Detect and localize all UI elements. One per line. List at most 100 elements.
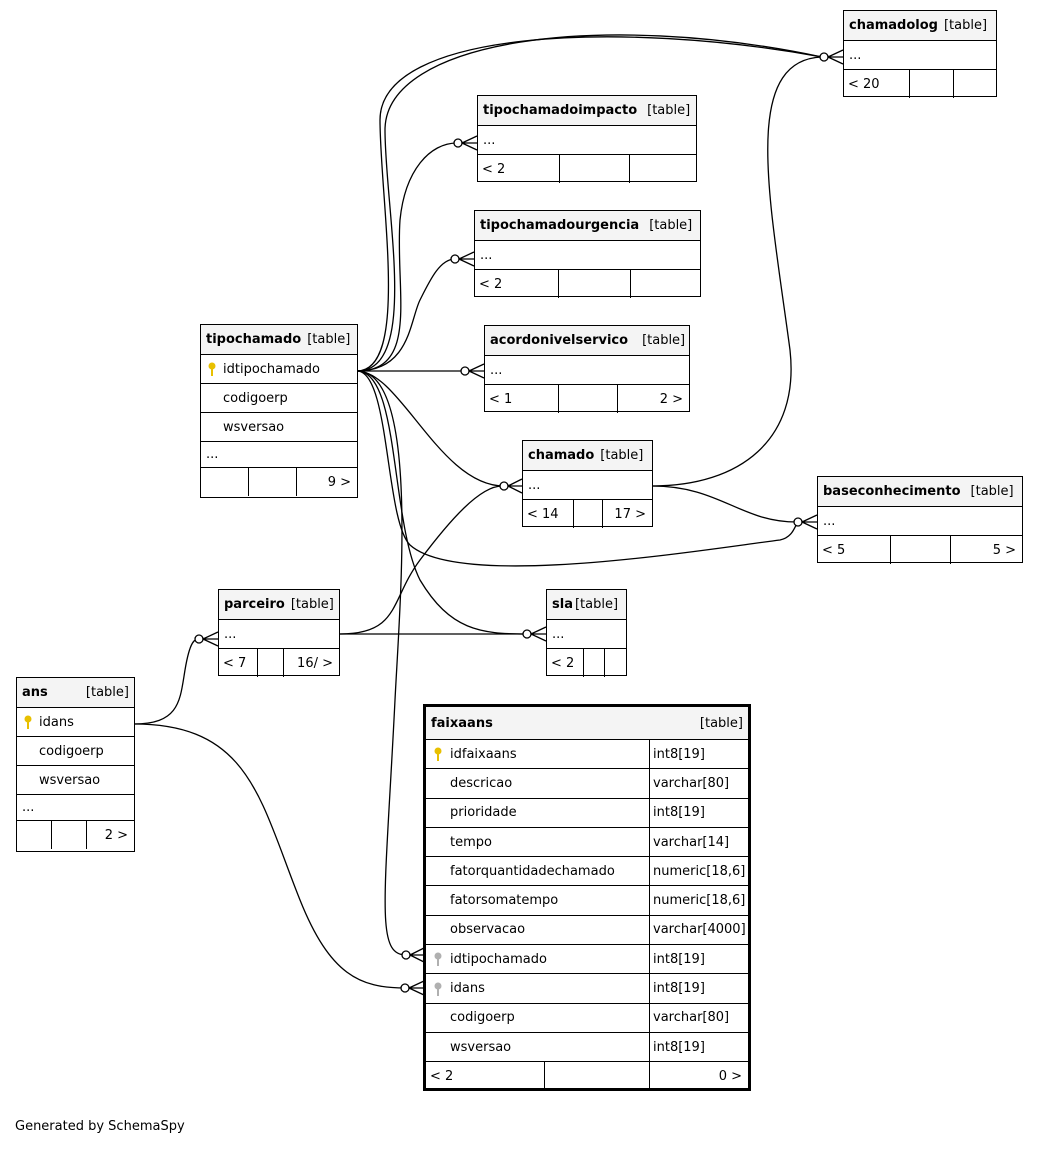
table-baseconhecimento[interactable]: baseconhecimento [table] ... < 5 5 > bbox=[817, 476, 1023, 564]
table-ellipsis-row: ... bbox=[844, 41, 996, 70]
table-chamadolog[interactable]: chamadolog [table] ... < 20 bbox=[843, 10, 997, 98]
table-name: sla bbox=[552, 597, 573, 612]
column-name: wsversao bbox=[450, 1039, 512, 1055]
table-header: tipochamadoimpacto [table] bbox=[478, 96, 696, 126]
column-type: varchar[4000] bbox=[653, 922, 746, 938]
table-ellipsis-row: ... bbox=[219, 620, 339, 649]
footer-parents bbox=[17, 821, 52, 849]
column-name: idtipochamado bbox=[223, 361, 320, 377]
column-type: numeric[18,6] bbox=[653, 893, 746, 909]
column-name: descricao bbox=[450, 775, 513, 791]
edge-tipochamado-chamadolog bbox=[356, 34, 823, 372]
table-type: [table] bbox=[970, 484, 1014, 499]
footer-middle bbox=[560, 155, 630, 183]
table-header: tipochamadourgencia [table] bbox=[475, 211, 700, 241]
column-name: wsversao bbox=[39, 772, 101, 788]
table-type: [table] bbox=[290, 597, 334, 612]
footer-children bbox=[605, 649, 626, 677]
footer-children: 9 > bbox=[327, 474, 351, 490]
footer-children bbox=[954, 70, 996, 98]
edge-end-circle bbox=[793, 517, 803, 527]
table-name: chamado bbox=[528, 448, 595, 463]
column-name: idans bbox=[39, 714, 74, 730]
column-type: int8[19] bbox=[653, 746, 705, 762]
table-ellipsis-row: ... bbox=[17, 795, 134, 821]
crowfoot bbox=[409, 947, 425, 963]
footer-children bbox=[630, 155, 696, 183]
table-footer: < 5 5 > bbox=[818, 536, 1022, 564]
table-ellipsis-row: ... bbox=[485, 356, 689, 385]
table-tipochamadoimpacto[interactable]: tipochamadoimpacto [table] ... < 2 bbox=[477, 95, 697, 183]
table-header: sla [table] bbox=[547, 590, 626, 620]
column-name: tempo bbox=[450, 834, 492, 850]
footer-children: 2 > bbox=[104, 827, 128, 843]
table-chamado[interactable]: chamado [table] ... < 14 17 > bbox=[522, 440, 653, 528]
table-sla[interactable]: sla [table] ... < 2 bbox=[546, 589, 627, 677]
table-ans[interactable]: ans [table] idans codigoerp wsversao ...… bbox=[16, 677, 135, 852]
column-name: idtipochamado bbox=[450, 951, 547, 967]
column-name-cell: idfaixaans bbox=[426, 740, 650, 769]
footer-middle bbox=[891, 536, 951, 564]
table-header: chamadolog [table] bbox=[844, 11, 996, 41]
column-name-cell: fatorsomatempo bbox=[426, 886, 650, 915]
footer-parents bbox=[201, 468, 249, 496]
table-name: baseconhecimento bbox=[823, 484, 961, 499]
foreign-key-icon bbox=[426, 982, 450, 996]
table-acordonivelservico[interactable]: acordonivelservico [table] ... < 1 2 > bbox=[484, 325, 690, 413]
table-type: [table] bbox=[699, 715, 743, 731]
edge-end-circle bbox=[522, 629, 532, 639]
table-ellipsis-row: ... bbox=[478, 126, 696, 155]
column-name-cell: observacao bbox=[426, 915, 650, 945]
column-name-cell: idans bbox=[426, 974, 650, 1003]
table-name: faixaans bbox=[431, 715, 493, 731]
table-ellipsis-row: ... bbox=[547, 620, 626, 649]
table-name: tipochamadoimpacto bbox=[483, 103, 638, 118]
primary-key-icon bbox=[17, 715, 39, 729]
table-name: acordonivelservico bbox=[490, 333, 629, 348]
table-footer: < 2 bbox=[547, 649, 626, 677]
table-header: acordonivelservico [table] bbox=[485, 326, 689, 356]
edge-tipochamado-urgencia bbox=[356, 258, 456, 372]
edge-tipochamado-impacto bbox=[356, 142, 458, 372]
crowfoot bbox=[507, 478, 523, 494]
table-parceiro[interactable]: parceiro [table] ... < 7 16/ > bbox=[218, 589, 340, 677]
table-name: chamadolog bbox=[849, 18, 938, 33]
footer-children: 2 > bbox=[659, 391, 683, 407]
edge-end-circle bbox=[499, 481, 509, 491]
column-row: wsversao bbox=[17, 766, 134, 795]
footer-parents: < 2 bbox=[547, 649, 584, 677]
table-header: faixaans [table] bbox=[426, 707, 748, 740]
table-header: tipochamado [table] bbox=[201, 325, 357, 355]
table-tipochamado[interactable]: tipochamado [table] idtipochamado codigo… bbox=[200, 324, 358, 498]
foreign-key-icon bbox=[426, 952, 450, 967]
footer-parents: < 2 bbox=[426, 1062, 545, 1091]
table-tipochamadourgencia[interactable]: tipochamadourgencia [table] ... < 2 bbox=[474, 210, 701, 298]
column-name-cell: idtipochamado bbox=[426, 945, 650, 974]
footer-children: 17 > bbox=[614, 506, 646, 522]
footer-middle bbox=[910, 70, 954, 98]
edge-end-circle bbox=[194, 634, 204, 644]
edge-chamado-base bbox=[651, 485, 798, 523]
column-type: int8[19] bbox=[653, 805, 705, 821]
edge-end-circle bbox=[401, 950, 411, 960]
edge-end-circle bbox=[400, 983, 410, 993]
column-name: idans bbox=[450, 981, 485, 997]
crowfoot bbox=[468, 363, 485, 379]
footer-parents: < 14 bbox=[523, 500, 574, 528]
table-name: tipochamado bbox=[206, 332, 302, 347]
column-name: codigoerp bbox=[223, 390, 288, 406]
generated-by-footer: Generated by SchemaSpy bbox=[15, 1119, 185, 1134]
crowfoot bbox=[530, 626, 547, 642]
crowfoot bbox=[461, 135, 478, 151]
column-type: varchar[80] bbox=[653, 775, 730, 791]
edge-end-circle bbox=[819, 52, 829, 62]
column-name: codigoerp bbox=[39, 743, 104, 759]
edge-end-circle bbox=[450, 254, 460, 264]
